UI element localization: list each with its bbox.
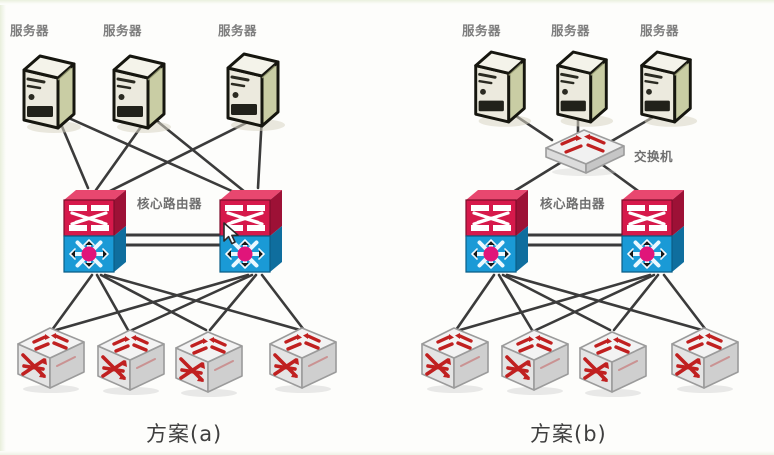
- link-b-router2-switch4: [662, 273, 708, 332]
- access-switch-icon[interactable]: [500, 328, 570, 396]
- server-label: 服务器: [462, 23, 502, 38]
- link-a-server2-router2: [150, 115, 252, 198]
- link-b-router2-switch1: [458, 273, 652, 332]
- access-switch-icon[interactable]: [420, 326, 490, 394]
- link-a-router2-switch2: [130, 273, 254, 332]
- access-switch-icon[interactable]: [670, 326, 740, 394]
- core-router-label: 核心路由器: [540, 196, 606, 211]
- scheme-b-nodes: [420, 50, 740, 398]
- core-router-icon[interactable]: [62, 188, 128, 274]
- core-router-label: 核心路由器: [137, 196, 203, 211]
- link-b-router1-switch2: [497, 273, 534, 332]
- server-icon[interactable]: [112, 54, 173, 134]
- aggregation-switch-icon[interactable]: [544, 128, 626, 178]
- link-a-router2-switch3: [208, 273, 258, 332]
- page-edge-top: [0, 0, 774, 5]
- link-a-router2-switch4: [260, 273, 306, 332]
- link-a-router1-switch2: [95, 273, 130, 332]
- access-switch-icon[interactable]: [174, 330, 244, 398]
- access-switch-icon[interactable]: [16, 326, 86, 394]
- scheme-a-caption: 方案(a): [146, 422, 223, 446]
- core-router-icon[interactable]: [620, 188, 686, 274]
- link-a-router1-switch4: [103, 273, 302, 332]
- server-icon[interactable]: [226, 52, 287, 132]
- scheme-a-nodes: [16, 52, 338, 398]
- server-icon[interactable]: [556, 50, 615, 128]
- access-switch-icon[interactable]: [96, 328, 166, 396]
- link-a-server1-router2: [60, 113, 245, 198]
- page-edge-left: [0, 0, 6, 455]
- scheme-a-links: [50, 113, 306, 332]
- core-router-icon[interactable]: [218, 188, 284, 274]
- access-switch-icon[interactable]: [268, 326, 338, 394]
- access-switch-icon[interactable]: [578, 330, 648, 398]
- scheme-b-caption: 方案(b): [530, 422, 607, 446]
- server-label: 服务器: [640, 23, 680, 38]
- link-b-router2-switch3: [612, 273, 660, 332]
- server-label: 服务器: [103, 23, 143, 38]
- link-b-router2-switch2: [534, 273, 656, 332]
- server-icon[interactable]: [474, 50, 533, 128]
- core-router-icon[interactable]: [464, 188, 530, 274]
- link-a-server3-router1: [98, 115, 260, 198]
- server-label: 服务器: [218, 23, 258, 38]
- aggregation-switch-label: 交换机: [634, 149, 674, 164]
- server-label: 服务器: [551, 23, 591, 38]
- link-b-router1-switch1: [454, 273, 496, 332]
- link-a-router2-switch1: [54, 273, 250, 332]
- link-a-router1-switch1: [50, 273, 94, 332]
- server-icon[interactable]: [22, 54, 83, 134]
- server-label: 服务器: [10, 23, 50, 38]
- page-edge-bottom: [0, 451, 774, 455]
- server-icon[interactable]: [640, 50, 699, 128]
- link-b-router1-switch4: [505, 273, 704, 332]
